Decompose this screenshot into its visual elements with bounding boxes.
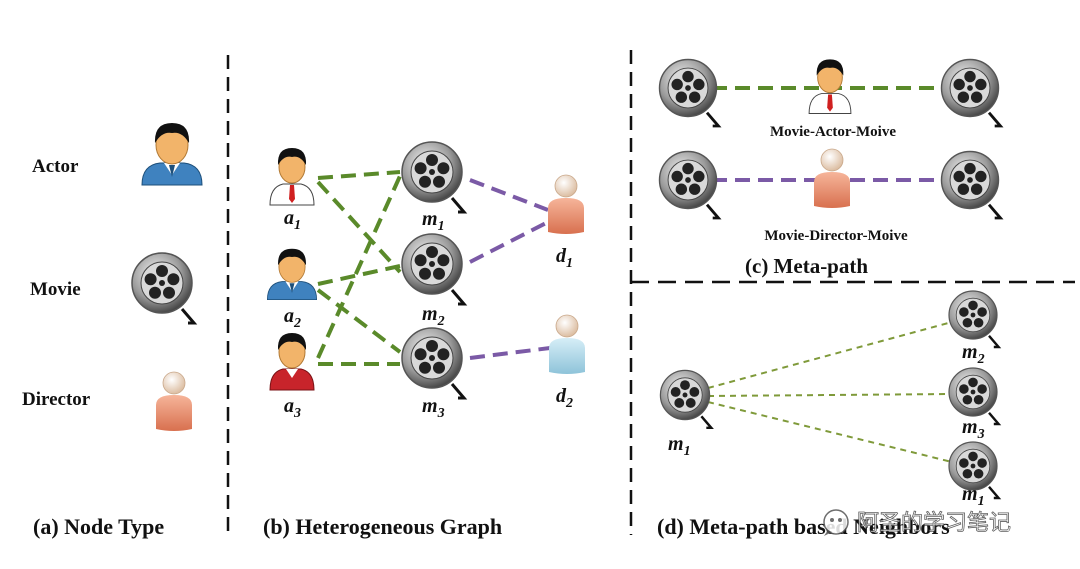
node-label-m1: m1	[422, 208, 445, 234]
watermark-text: 阿圣的学习笔记	[857, 511, 1011, 536]
movie-m1-icon	[400, 140, 466, 214]
movie-label: Movie	[30, 279, 81, 300]
film-reel-icon	[130, 251, 196, 325]
neighbor-edge-m1	[707, 401, 953, 463]
meta-path-label-mdm: Movie-Director-Moive	[764, 228, 908, 244]
caption-meta-path: (c) Meta-path	[745, 254, 868, 278]
actor-label: Actor	[32, 156, 79, 177]
panel-meta-path: Movie-Actor-Moive Movie-Director-Moive (…	[658, 58, 1002, 278]
edge-a2-m2	[317, 264, 401, 286]
actor-a2-icon	[266, 248, 318, 301]
actor-icon	[141, 122, 203, 186]
neighbor-edge-m3	[707, 393, 953, 397]
neighbor-movie-m2-icon	[947, 289, 1000, 349]
node-label-a3: a3	[284, 395, 301, 421]
movie-m3-icon	[400, 326, 466, 400]
edge-a1-m1	[317, 170, 401, 180]
neighbor-label-m3: m3	[962, 416, 985, 442]
neighbor-label-center: m1	[668, 433, 691, 459]
wechat-logo-icon	[823, 509, 849, 536]
neighbor-label-m2: m2	[962, 341, 985, 367]
panel-node-type: Actor Movie Director (a) Node Type	[22, 122, 203, 539]
actor-a1-icon	[269, 147, 315, 206]
watermark: 阿圣的学习笔记	[823, 509, 1011, 536]
director-icon	[155, 371, 193, 432]
meta-path-director-icon	[813, 148, 851, 209]
edge-m2-d1	[469, 220, 549, 264]
node-label-m3: m3	[422, 395, 445, 421]
meta-path-movie-right-icon	[940, 58, 1002, 128]
caption-node-type: (a) Node Type	[33, 514, 164, 539]
edge-a2-m3	[316, 288, 402, 354]
neighbor-label-m1: m1	[962, 483, 985, 509]
movie-m2-icon	[400, 232, 466, 306]
director-d2-icon	[548, 314, 586, 375]
node-label-a1: a1	[284, 207, 301, 233]
director-label: Director	[22, 389, 91, 410]
caption-heterogeneous-graph: (b) Heterogeneous Graph	[263, 514, 502, 539]
node-label-d2: d2	[556, 385, 573, 411]
node-label-m2: m2	[422, 303, 445, 329]
edge-a1-m2	[316, 180, 402, 274]
neighbor-center-movie-icon	[659, 369, 713, 430]
edge-m1-d1	[469, 178, 549, 212]
neighbor-edge-m2	[707, 321, 953, 389]
node-label-d1: d1	[556, 245, 573, 271]
director-d1-icon	[547, 174, 585, 235]
edge-m3-d2	[469, 346, 551, 360]
caption-meta-path-neighbors: (d) Meta-path based Neighbors	[657, 514, 950, 539]
meta-path-movie-left-icon	[658, 58, 720, 128]
meta-path-movie-right-icon-2	[940, 150, 1002, 220]
panel-meta-path-neighbors: m1 m2 m3 m1 (d) Meta-path based Neighbor…	[657, 289, 1000, 539]
edge-a3-m1	[316, 175, 402, 359]
meta-path-label-mam: Movie-Actor-Moive	[770, 124, 896, 140]
actor-a3-icon	[269, 332, 315, 391]
panel-heterogeneous-graph: a1 a2 a3 m1 m2 m3 d1 d2 (b) Heterogeneou…	[263, 140, 586, 539]
meta-path-movie-left-icon-2	[658, 150, 720, 220]
node-label-a2: a2	[284, 305, 301, 331]
